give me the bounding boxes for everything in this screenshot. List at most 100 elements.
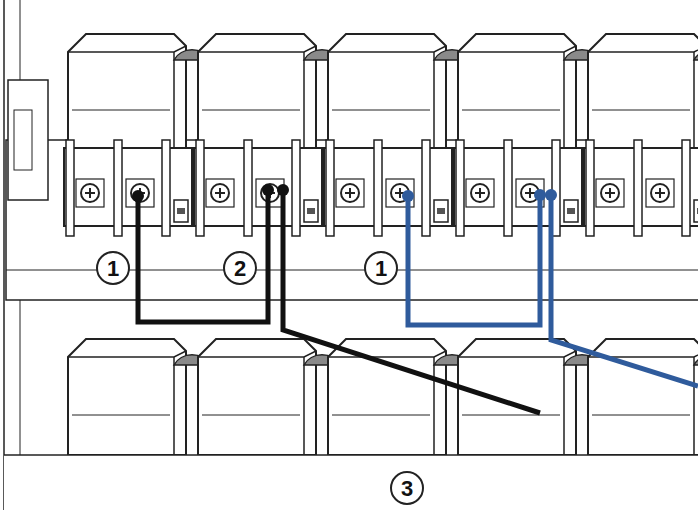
relay-edge	[72, 110, 170, 111]
relay-edge	[588, 46, 698, 150]
terminal-screw	[131, 184, 149, 202]
terminal-seat	[466, 179, 494, 207]
relay-dome	[694, 50, 698, 60]
callout-number: 3	[401, 478, 413, 500]
relay-module	[328, 339, 470, 455]
wire	[551, 195, 698, 386]
relay-edge	[592, 110, 690, 111]
callout-circle	[391, 472, 423, 504]
relay-edge	[462, 415, 560, 416]
relay-dome	[694, 355, 698, 365]
relay-edge	[202, 110, 300, 111]
relay-edge	[458, 46, 576, 150]
wire-end	[402, 190, 414, 202]
terminal-barrier	[292, 140, 300, 236]
terminal-screw	[651, 184, 669, 202]
relay-edge	[332, 110, 430, 111]
relay-edge	[202, 415, 300, 416]
terminal-barrier	[244, 140, 252, 236]
relay-module	[68, 339, 210, 455]
relay-edge	[72, 415, 170, 416]
screw-slot	[215, 188, 225, 198]
relay-module	[454, 34, 600, 236]
relay-body	[198, 34, 316, 150]
relay-body	[588, 34, 698, 150]
terminal-barrier	[682, 140, 690, 236]
relay-body	[68, 339, 186, 455]
terminal-barrier	[114, 140, 122, 236]
terminal-block	[454, 148, 582, 226]
relay-body	[458, 34, 576, 150]
screw-slot	[475, 188, 485, 198]
terminal-barrier	[196, 140, 204, 236]
terminal-barrier	[634, 140, 642, 236]
screw-slot	[655, 188, 665, 198]
terminal-screw	[341, 184, 359, 202]
wire-end	[534, 189, 546, 201]
terminal-screw	[471, 184, 489, 202]
terminal-screw	[211, 184, 229, 202]
screw-slot	[85, 188, 95, 198]
callout-number: 1	[375, 258, 387, 280]
callout-number: 1	[107, 258, 119, 280]
relay-edge	[198, 46, 316, 150]
relay-edge	[68, 46, 186, 150]
latch-clip	[174, 200, 188, 222]
callout-circle	[97, 252, 129, 284]
relay-edge	[462, 110, 560, 111]
latch-clip	[437, 208, 445, 214]
terminal-barrier	[456, 140, 464, 236]
relay-edge	[198, 351, 316, 455]
relay-edge	[328, 351, 446, 455]
terminal-barrier	[422, 140, 430, 236]
relay-edge	[332, 415, 430, 416]
relay-body	[68, 34, 186, 150]
screw-slot	[345, 188, 355, 198]
terminal-seat	[336, 179, 364, 207]
callout-circle	[365, 252, 397, 284]
terminal-barrier	[374, 140, 382, 236]
relay-edge	[328, 46, 446, 150]
terminal-screw	[81, 184, 99, 202]
relay-module	[324, 34, 470, 236]
band-edge	[4, 454, 698, 456]
terminal-block	[64, 148, 192, 226]
latch-clip	[567, 208, 575, 214]
relay-module	[458, 339, 600, 455]
latch-clip	[304, 200, 318, 222]
terminal-barrier	[586, 140, 594, 236]
bottom-band	[4, 455, 698, 510]
callout-circle	[224, 252, 256, 284]
wire-end	[132, 190, 144, 202]
terminal-seat	[646, 179, 674, 207]
terminal-seat	[596, 179, 624, 207]
latch-clip	[694, 200, 698, 222]
latch-clip	[177, 208, 185, 214]
latch-clip	[697, 208, 698, 214]
relay-body	[328, 34, 446, 150]
frame-line	[3, 0, 5, 510]
wire	[138, 190, 268, 322]
end-bracket	[14, 110, 32, 170]
screw-slot	[605, 188, 615, 198]
wire	[283, 190, 540, 413]
wire	[408, 195, 540, 325]
terminal-barrier	[326, 140, 334, 236]
terminal-barrier	[162, 140, 170, 236]
terminal-block	[324, 148, 452, 226]
latch-clip	[564, 200, 578, 222]
screw-slot	[525, 188, 535, 198]
terminal-screw	[601, 184, 619, 202]
terminal-barrier	[66, 140, 74, 236]
end-bracket	[8, 80, 48, 200]
terminal-barrier	[504, 140, 512, 236]
terminal-block	[194, 148, 322, 226]
latch-clip	[307, 208, 315, 214]
wire-end	[262, 184, 274, 196]
mounting-rail	[6, 140, 698, 300]
wire-end	[277, 184, 289, 196]
relay-edge	[68, 351, 186, 455]
relay-body	[198, 339, 316, 455]
relay-body	[328, 339, 446, 455]
